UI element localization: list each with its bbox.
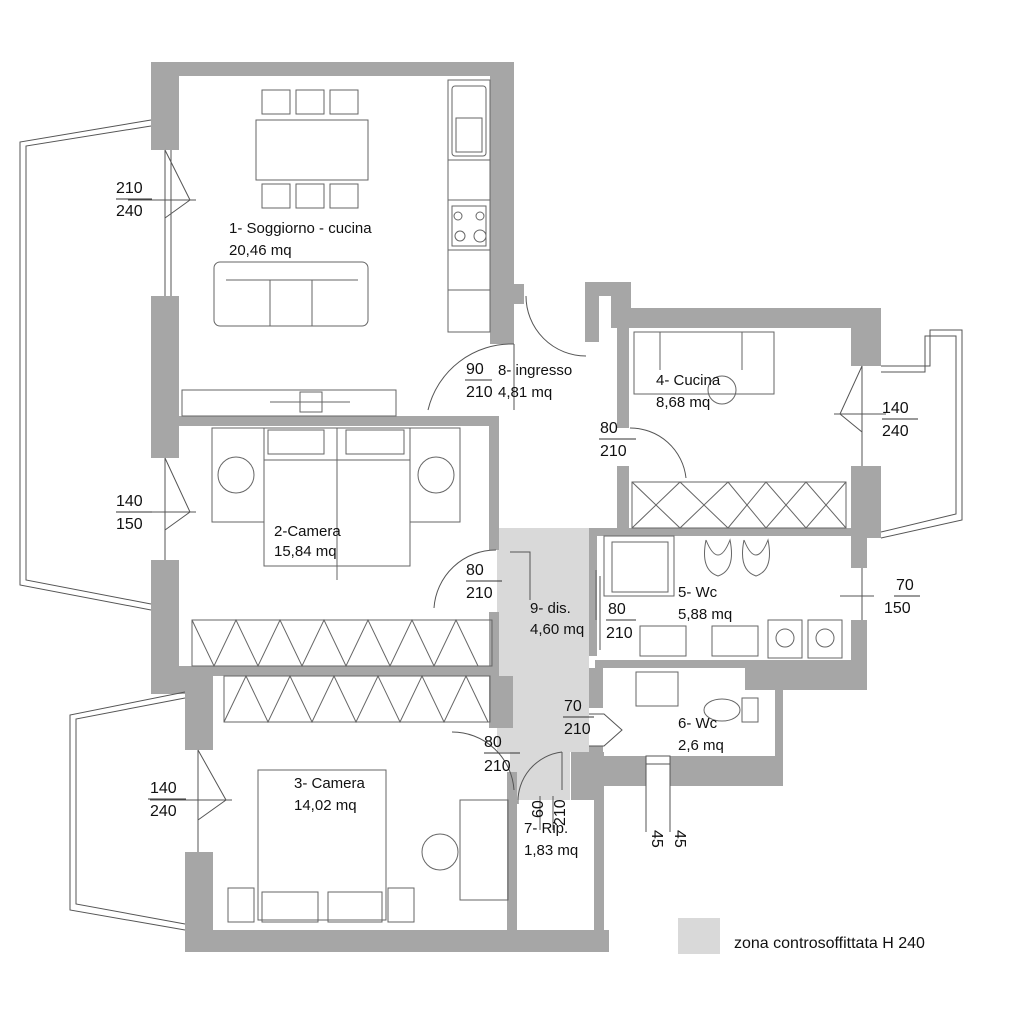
door-camera2-height: 210	[466, 585, 493, 602]
door-wc5-height: 210	[606, 625, 633, 642]
door-cucina-width: 80	[600, 420, 618, 437]
door-wc5-width: 80	[608, 601, 626, 618]
openings-linework	[128, 149, 886, 852]
room-labels: 1- Soggiorno - cucina 20,46 mq 2-Camera …	[229, 220, 732, 859]
win-living-height: 240	[116, 203, 143, 220]
balconies	[19, 119, 963, 931]
win-wc5-width: 70	[896, 577, 914, 594]
room-7-area: 1,83 mq	[524, 842, 578, 859]
door-wc6-width: 70	[564, 698, 582, 715]
win-camera3-height: 240	[150, 803, 177, 820]
room-2-name: 2-Camera	[274, 523, 341, 540]
room-5-area: 5,88 mq	[678, 606, 732, 623]
room-9-area: 4,60 mq	[530, 621, 584, 638]
door-entrance-width: 90	[466, 361, 484, 378]
opening-dimensions: 210 240 140 150 140 240 140 240 70 150 9…	[116, 180, 914, 848]
door-cucina-height: 210	[600, 443, 627, 460]
shaft-height: 45	[671, 830, 688, 848]
room-6-name: 6- Wc	[678, 715, 718, 732]
room-4-name: 4- Cucina	[656, 372, 721, 389]
win-living-width: 210	[116, 180, 143, 197]
room-5-name: 5- Wc	[678, 584, 718, 601]
win-camera2-height: 150	[116, 516, 143, 533]
door-camera3-width: 80	[484, 734, 502, 751]
room-3-area: 14,02 mq	[294, 797, 357, 814]
room-2-area: 15,84 mq	[274, 543, 337, 560]
room-8-name: 8- ingresso	[498, 362, 572, 379]
dimension-fraction-lines	[116, 198, 920, 800]
door-rip-height: 210	[552, 799, 569, 826]
door-entrance-height: 210	[466, 384, 493, 401]
legend: zona controsoffittata H 240	[678, 918, 925, 954]
door-wc6-height: 210	[564, 721, 591, 738]
win-cucina-width: 140	[882, 400, 909, 417]
room-4-area: 8,68 mq	[656, 394, 710, 411]
room-6-area: 2,6 mq	[678, 737, 724, 754]
walls	[151, 62, 881, 952]
room-3-name: 3- Camera	[294, 775, 366, 792]
room-7-name: 7- Rip.	[524, 820, 568, 837]
shaft-width: 45	[648, 830, 665, 848]
room-1-area: 20,46 mq	[229, 242, 292, 259]
door-rip-width: 60	[530, 800, 547, 818]
room-8-area: 4,81 mq	[498, 384, 552, 401]
win-cucina-height: 240	[882, 423, 909, 440]
door-camera3-height: 210	[484, 758, 511, 775]
door-camera2-width: 80	[466, 562, 484, 579]
win-wc5-height: 150	[884, 600, 911, 617]
room-9-name: 9- dis.	[530, 600, 571, 617]
legend-label: zona controsoffittata H 240	[734, 935, 925, 952]
win-camera2-width: 140	[116, 493, 143, 510]
room-1-name: 1- Soggiorno - cucina	[229, 220, 372, 237]
win-camera3-width: 140	[150, 780, 177, 797]
legend-swatch	[678, 918, 720, 954]
furniture	[181, 79, 847, 923]
